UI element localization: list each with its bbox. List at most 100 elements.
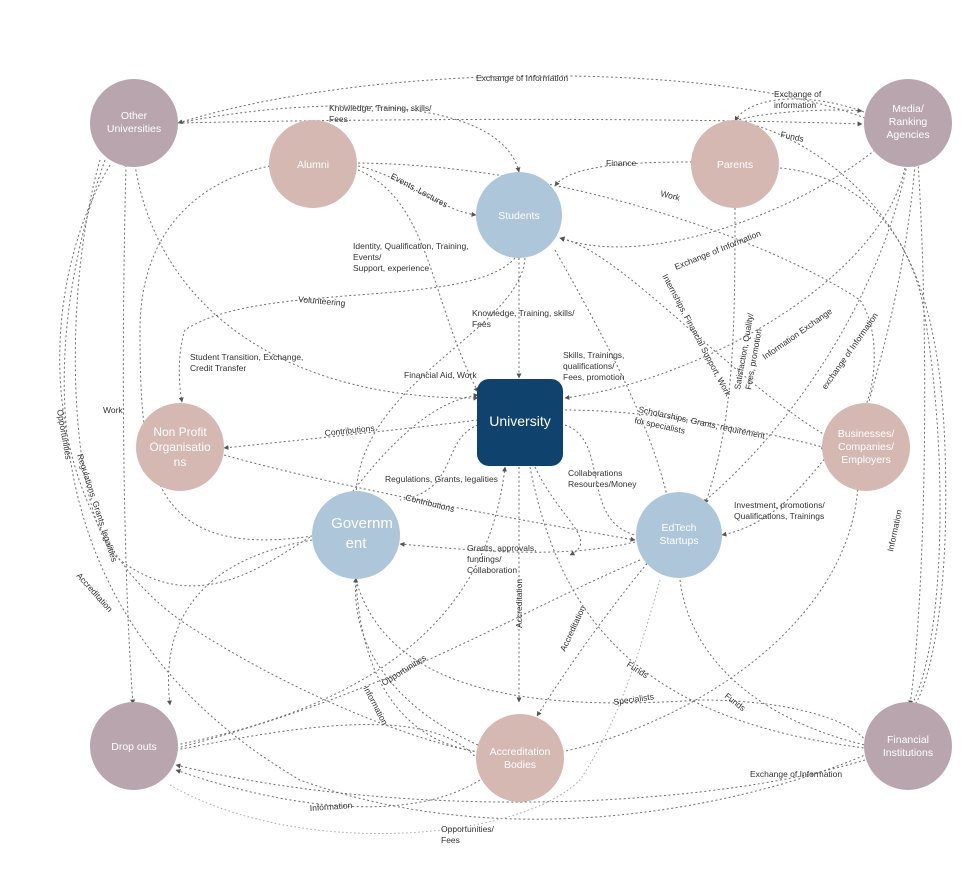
edge-media-university bbox=[564, 167, 906, 400]
node-financial-institutions[interactable]: Financial Institutions bbox=[864, 702, 952, 790]
edge-media-edtech bbox=[699, 159, 909, 506]
edge-otheruni-students bbox=[177, 105, 521, 173]
edge-label: Work bbox=[103, 405, 123, 415]
edge-label: Contributions bbox=[324, 423, 375, 438]
edge-alumni-students bbox=[357, 165, 477, 217]
edge-otheruni-accr bbox=[59, 164, 479, 753]
node-label: Startups bbox=[659, 535, 698, 547]
edge-media-otheruni bbox=[177, 75, 866, 125]
edge-accr-dropouts bbox=[175, 769, 481, 808]
edge-edtech-fin bbox=[679, 579, 866, 746]
edge-label: Volunteering bbox=[298, 294, 346, 308]
edge-dropouts-light bbox=[169, 579, 661, 835]
edge-media-business bbox=[867, 164, 916, 406]
edge-label: Events/ bbox=[353, 252, 382, 262]
edge-business-edtech bbox=[721, 451, 831, 537]
node-label: Businesses/ bbox=[838, 428, 895, 440]
node-label: EdTech bbox=[661, 522, 696, 534]
edge-gov-university bbox=[349, 393, 479, 496]
edge-otheruni-dropouts bbox=[122, 164, 136, 705]
edge-label: Events, Lectures bbox=[389, 171, 450, 210]
edge-label: Contributions bbox=[405, 492, 456, 514]
edge-nonprofit-edtech bbox=[223, 454, 636, 542]
edge-label: Investment, promotions/ bbox=[734, 500, 825, 510]
node-other-universities[interactable]: Other Universities bbox=[90, 79, 178, 167]
edge-label: Information Exchange bbox=[760, 306, 834, 362]
edge-label: Support, experience bbox=[353, 263, 429, 273]
edge-students-gov bbox=[355, 257, 526, 496]
edge-label: Fees bbox=[441, 835, 460, 845]
node-edtech-startups[interactable]: EdTech Startups bbox=[636, 492, 722, 578]
edge-accr-gov bbox=[353, 577, 479, 746]
edge-otheruni-university bbox=[134, 164, 479, 401]
edge-label: information bbox=[774, 100, 816, 110]
edge-label: Funds bbox=[780, 129, 805, 144]
edge-label: Financial Aid, Work bbox=[404, 370, 477, 380]
node-students[interactable]: Students bbox=[476, 172, 562, 258]
node-accreditation-bodies[interactable]: Accreditation Bodies bbox=[476, 714, 564, 802]
edge-edtech-university-bottom bbox=[534, 466, 582, 556]
node-label: Drop outs bbox=[111, 741, 157, 753]
edge-media-fin bbox=[908, 161, 926, 706]
edge-university-edtech bbox=[564, 424, 636, 536]
edge-label: Accreditation bbox=[514, 579, 524, 628]
edge-label: Skills, Trainings, bbox=[563, 350, 624, 360]
node-government[interactable]: Governm ent bbox=[312, 491, 400, 579]
node-non-profit-organisations[interactable]: Non Profit Organisatio ns bbox=[136, 403, 224, 491]
edge-label: Opportunities bbox=[380, 652, 428, 687]
node-alumni[interactable]: Alumni bbox=[269, 120, 357, 208]
node-university[interactable]: University bbox=[477, 379, 563, 466]
nodes: Other Universities Alumni Students Paren… bbox=[90, 79, 952, 802]
edge-label: Accreditation bbox=[558, 604, 588, 653]
edge-label: Exchange of Information bbox=[750, 769, 842, 779]
node-label: University bbox=[489, 413, 550, 429]
edge-label: Knowledge, Training, skills/ bbox=[329, 103, 432, 113]
node-label: Non Profit bbox=[153, 425, 207, 439]
edge-edtech-dropouts bbox=[169, 559, 641, 752]
edge-parents-media bbox=[734, 108, 863, 122]
edge-label: Regulations, Grants, legalities bbox=[75, 453, 119, 563]
edge-parents-students bbox=[554, 161, 693, 187]
node-label: Financial bbox=[887, 734, 929, 746]
edge-university-dropouts bbox=[175, 724, 479, 761]
edge-label: Funds bbox=[723, 691, 748, 713]
edge-gov-fin bbox=[355, 579, 866, 741]
node-label: Organisatio bbox=[149, 440, 211, 454]
edge-label: Collaborations bbox=[568, 468, 622, 478]
edge-media-parents bbox=[734, 98, 865, 122]
edge-label: fundings/ bbox=[467, 554, 502, 564]
edge-label: Information bbox=[309, 800, 352, 813]
node-label: Institutions bbox=[883, 747, 933, 759]
edge-label: Exchange of Information bbox=[476, 73, 568, 83]
node-label: Agencies bbox=[886, 129, 929, 141]
node-drop-outs[interactable]: Drop outs bbox=[90, 702, 178, 790]
node-label: Universities bbox=[107, 123, 161, 135]
edge-label: Credit Transfer bbox=[190, 363, 246, 373]
node-media-ranking-agencies[interactable]: Media/ Ranking Agencies bbox=[864, 79, 952, 167]
edge-university-nonprofit bbox=[223, 419, 479, 451]
edge-edtech-gov bbox=[399, 541, 636, 553]
edge-label: Exchange of Information bbox=[673, 228, 762, 272]
edge-university-gov bbox=[399, 424, 479, 501]
edge-otheruni-fin bbox=[63, 159, 866, 820]
edge-otheruni-media bbox=[177, 118, 863, 127]
edge-label: Fees bbox=[472, 319, 491, 329]
edge-alumni-university bbox=[357, 169, 479, 393]
edge-students-nonprofit bbox=[178, 257, 516, 403]
node-label: ns bbox=[174, 455, 187, 469]
node-label: Ranking bbox=[889, 116, 928, 128]
edge-label: Identity, Qualification, Training, bbox=[353, 241, 469, 251]
edge-label: Student Transition, Exchange, bbox=[190, 352, 303, 362]
edge-label: Opportunities bbox=[55, 409, 74, 461]
edge-otheruni-gov bbox=[74, 159, 313, 587]
node-label: Governm bbox=[331, 515, 393, 532]
edge-label: qualifications/ bbox=[563, 361, 615, 371]
node-label: Media/ bbox=[892, 103, 924, 115]
node-businesses-companies-employers[interactable]: Businesses/ Companies/ Employers bbox=[822, 403, 910, 491]
node-label: ent bbox=[346, 535, 368, 552]
edge-label: Qualifications, Trainings bbox=[734, 511, 824, 521]
edge-label: Resources/Money bbox=[568, 479, 637, 489]
node-parents[interactable]: Parents bbox=[691, 120, 779, 208]
node-label: Companies/ bbox=[838, 441, 894, 453]
